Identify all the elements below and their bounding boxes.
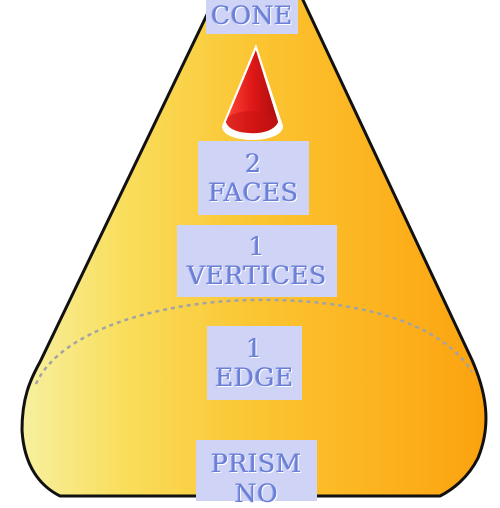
shape-title-text: CONE bbox=[211, 1, 293, 31]
prism-label: PRISM NO bbox=[196, 440, 317, 501]
prism-text: PRISM bbox=[211, 449, 302, 479]
edges-text: EDGE bbox=[215, 363, 294, 393]
vertices-text: VERTICES bbox=[187, 261, 327, 291]
edges-count: 1 bbox=[246, 334, 262, 364]
prism-answer: NO bbox=[235, 479, 278, 508]
edges-label: 1 EDGE bbox=[207, 326, 302, 400]
vertices-count: 1 bbox=[249, 232, 265, 262]
vertices-label: 1 VERTICES bbox=[177, 225, 337, 297]
shape-title: CONE bbox=[206, 0, 298, 34]
faces-count: 2 bbox=[245, 149, 261, 179]
faces-text: FACES bbox=[208, 178, 298, 208]
faces-label: 2 FACES bbox=[198, 141, 309, 215]
